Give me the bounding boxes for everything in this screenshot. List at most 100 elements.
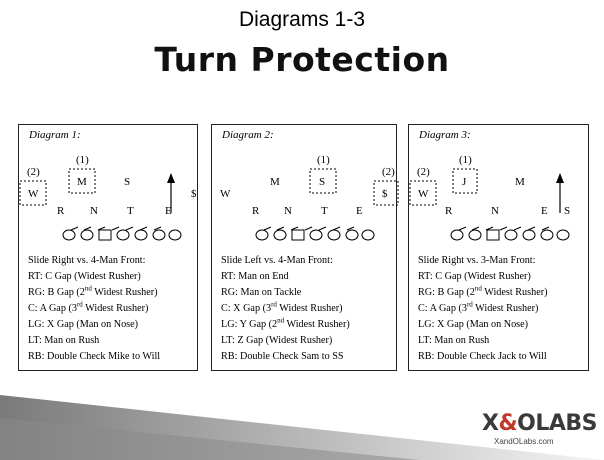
- assignment-line: LT: Man on Rush: [418, 335, 490, 346]
- lineman-circle: [450, 229, 464, 241]
- lineman-circle: [168, 229, 182, 241]
- defender-label: M: [270, 176, 280, 188]
- diagram-panel-1: Diagram 1: (2) W (1) M S $ R N T E Slide…: [18, 124, 198, 371]
- defender-label: J: [462, 176, 467, 188]
- assignment-line: Slide Right vs. 3-Man Front:: [418, 255, 536, 266]
- defender-label: W: [220, 188, 231, 200]
- lineman-circle: [522, 229, 536, 241]
- dl-label: N: [284, 205, 292, 217]
- dl-label: R: [57, 205, 65, 217]
- lineman-circle: [134, 229, 148, 241]
- lineman-circle: [62, 229, 76, 241]
- assignment-line: LG: X Gap (Man on Nose): [28, 319, 139, 330]
- defender-tag: (2): [417, 166, 430, 178]
- defender-box: [309, 168, 337, 194]
- dl-label: N: [491, 205, 499, 217]
- assignment-line: Slide Left vs. 4-Man Front:: [221, 255, 333, 266]
- diagram-label: Diagram 3:: [419, 129, 471, 141]
- assignment-line: RG: Man on Tackle: [221, 287, 302, 298]
- defender-tag: (2): [27, 166, 40, 178]
- defender-box: [68, 168, 96, 194]
- lineman-circle: [116, 229, 130, 241]
- formation-diagram: (2) W (1) J M S R N E: [409, 154, 570, 241]
- assignment-line: RG: B Gap (2nd Widest Rusher): [418, 284, 548, 298]
- assignment-line: C: A Gap (3rd Widest Rusher): [418, 300, 539, 314]
- dl-label: R: [445, 205, 453, 217]
- dl-label: N: [90, 205, 98, 217]
- assignment-line: RT: Man on End: [221, 271, 289, 282]
- lineman-circle: [345, 229, 359, 241]
- lineman-circle: [80, 229, 94, 241]
- defender-label: $: [191, 188, 197, 200]
- assignment-line: RT: C Gap (Widest Rusher): [28, 271, 141, 282]
- logo-amp: &: [498, 411, 518, 436]
- assignment-line: RT: C Gap (Widest Rusher): [418, 271, 531, 282]
- logo-labs: LABS: [535, 411, 598, 436]
- assignment-line: LT: Man on Rush: [28, 335, 100, 346]
- arrowhead-icon: [167, 173, 175, 183]
- defender-label: $: [382, 188, 388, 200]
- defender-box: [452, 168, 478, 194]
- lineman-circle: [556, 229, 570, 241]
- defender-tag: (1): [317, 154, 330, 166]
- defender-label: M: [515, 176, 525, 188]
- assignment-line: RG: B Gap (2nd Widest Rusher): [28, 284, 158, 298]
- brand-logo: X&OLABS: [482, 411, 598, 436]
- assignment-list: Slide Right vs. 3-Man Front: RT: C Gap (…: [418, 253, 548, 365]
- formation-diagram: (2) W (1) M S $ R N T E: [19, 154, 197, 241]
- defender-label: M: [77, 176, 87, 188]
- defender-tag: (2): [382, 166, 395, 178]
- defender-label: S: [564, 205, 570, 217]
- slide-title: Turn Protection: [154, 40, 450, 79]
- dl-label: E: [165, 205, 172, 217]
- center-square: [98, 229, 112, 241]
- defender-label: S: [319, 176, 325, 188]
- defender-box: [373, 180, 399, 206]
- defender-label: W: [418, 188, 429, 200]
- slide-marks: [458, 226, 550, 231]
- dl-label: E: [541, 205, 548, 217]
- assignment-line: LG: X Gap (Man on Nose): [418, 319, 529, 330]
- slide-marks: [70, 226, 162, 231]
- defender-label: W: [28, 188, 39, 200]
- slide-subtitle: Diagrams 1-3: [238, 8, 366, 31]
- lineman-circle: [255, 229, 269, 241]
- slide-marks: [263, 226, 355, 231]
- lineman-circle: [540, 229, 554, 241]
- lineman-circle: [468, 229, 482, 241]
- assignment-line: LT: Z Gap (Widest Rusher): [221, 335, 333, 346]
- assignment-line: RB: Double Check Sam to SS: [221, 351, 344, 362]
- lineman-circle: [361, 229, 375, 241]
- diagram-panel-2: Diagram 2: W M (1) S (2) $ R N T E Slide…: [211, 124, 399, 371]
- dl-label: T: [127, 205, 134, 217]
- lineman-circle: [504, 229, 518, 241]
- diagram-panel-3: Diagram 3: (2) W (1) J M S R N E Slide R…: [408, 124, 589, 371]
- assignment-line: Slide Right vs. 4-Man Front:: [28, 255, 146, 266]
- formation-diagram: W M (1) S (2) $ R N T E: [220, 154, 399, 241]
- assignment-list: Slide Left vs. 4-Man Front: RT: Man on E…: [221, 253, 350, 365]
- assignment-line: LG: Y Gap (2nd Widest Rusher): [221, 316, 350, 330]
- dl-label: R: [252, 205, 260, 217]
- assignment-list: Slide Right vs. 4-Man Front: RT: C Gap (…: [28, 253, 160, 365]
- diagram-label: Diagram 1:: [29, 129, 81, 141]
- defender-box: [19, 180, 47, 206]
- lineman-circle: [327, 229, 341, 241]
- lineman-circle: [309, 229, 323, 241]
- dl-label: E: [356, 205, 363, 217]
- defender-tag: (1): [76, 154, 89, 166]
- defender-box: [409, 180, 437, 206]
- logo-x: X: [482, 411, 499, 436]
- dl-label: T: [321, 205, 328, 217]
- assignment-line: C: X Gap (3rd Widest Rusher): [221, 300, 343, 314]
- logo-o: O: [517, 411, 536, 436]
- arrowhead-icon: [556, 173, 564, 183]
- center-square: [486, 229, 500, 241]
- center-square: [291, 229, 305, 241]
- assignment-line: RB: Double Check Jack to Will: [418, 351, 547, 362]
- diagram-label: Diagram 2:: [222, 129, 274, 141]
- lineman-circle: [152, 229, 166, 241]
- logo-url: XandOLabs.com: [494, 437, 554, 446]
- defender-label: S: [124, 176, 130, 188]
- defender-tag: (1): [459, 154, 472, 166]
